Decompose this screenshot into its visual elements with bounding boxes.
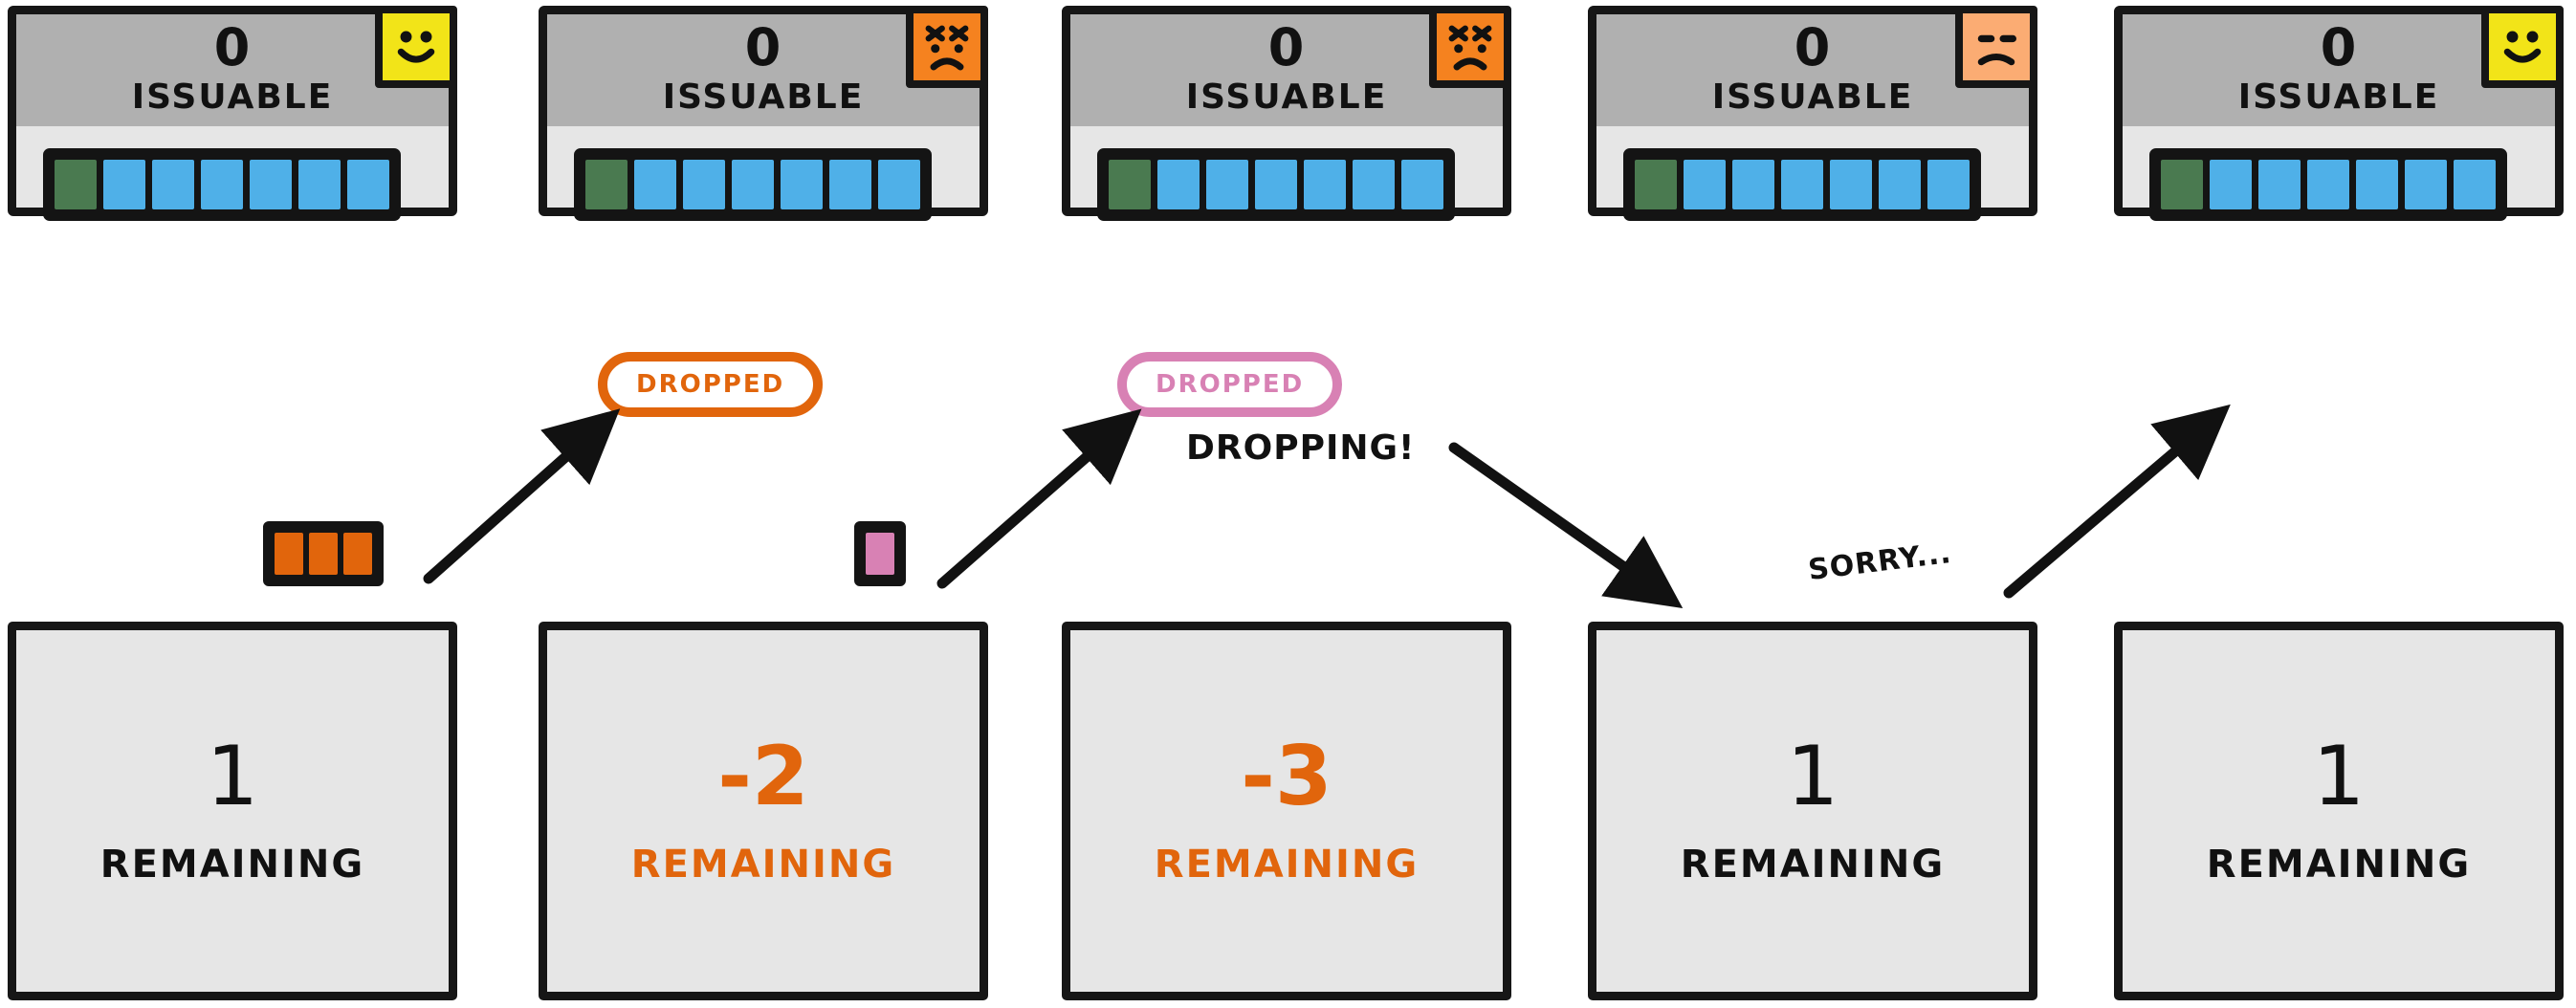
remaining-count: -2 — [717, 729, 809, 824]
dropped-chip-pink — [854, 521, 906, 586]
arrow-3 — [1448, 442, 1684, 609]
angry-face-icon — [1429, 6, 1511, 88]
cell-free — [103, 160, 145, 209]
chip-cell — [343, 533, 372, 575]
capacity-cells — [1097, 148, 1455, 221]
capacity-cells — [574, 148, 932, 221]
cell-free — [1879, 160, 1921, 209]
remaining-card-3[interactable]: -3 REMAINING — [1062, 622, 1511, 1000]
cell-used — [55, 160, 97, 209]
issuable-label: ISSUABLE — [662, 77, 865, 117]
remaining-card-4[interactable]: 1 REMAINING — [1588, 622, 2037, 1000]
remaining-count: 1 — [206, 729, 259, 824]
chip-cell — [275, 533, 303, 575]
cell-free — [732, 160, 774, 209]
remaining-label: REMAINING — [99, 843, 365, 887]
cell-free — [1206, 160, 1248, 209]
card-header: 0 ISSUABLE — [1070, 6, 1511, 126]
issuable-count: 0 — [2320, 17, 2358, 77]
cell-free — [298, 160, 341, 209]
remaining-count: 1 — [2312, 729, 2366, 824]
cell-free — [1353, 160, 1395, 209]
card-header: 0 ISSUABLE — [1596, 6, 2037, 126]
cell-free — [829, 160, 871, 209]
remaining-label: REMAINING — [1680, 843, 1946, 887]
cell-free — [1304, 160, 1346, 209]
arrow-4 — [2003, 404, 2231, 599]
issuable-card-1[interactable]: 0 ISSUABLE — [8, 6, 457, 221]
cell-free — [1684, 160, 1726, 209]
issuable-card-4[interactable]: 0 ISSUABLE — [1588, 6, 2037, 221]
cell-free — [1781, 160, 1823, 209]
card-header: 0 ISSUABLE — [16, 6, 457, 126]
cell-free — [2356, 160, 2398, 209]
cell-free — [2454, 160, 2496, 209]
issuable-label: ISSUABLE — [1711, 77, 1914, 117]
cell-free — [634, 160, 676, 209]
issuable-card-3[interactable]: 0 ISSUABLE — [1062, 6, 1511, 221]
remaining-label: REMAINING — [2206, 843, 2472, 887]
cell-free — [152, 160, 194, 209]
arrow-2 — [936, 408, 1142, 589]
cell-free — [1157, 160, 1200, 209]
cell-free — [250, 160, 292, 209]
neutral-face-icon — [1955, 6, 2037, 88]
cell-free — [201, 160, 243, 209]
issuable-label: ISSUABLE — [131, 77, 334, 117]
angry-face-icon — [906, 6, 988, 88]
remaining-card-5[interactable]: 1 REMAINING — [2114, 622, 2564, 1000]
cell-free — [347, 160, 389, 209]
cell-used — [1109, 160, 1151, 209]
cell-used — [2161, 160, 2203, 209]
issuable-count: 0 — [744, 17, 782, 77]
card-header: 0 ISSUABLE — [2123, 6, 2564, 126]
remaining-label: REMAINING — [1154, 843, 1420, 887]
cell-free — [878, 160, 920, 209]
happy-face-icon — [2481, 6, 2564, 88]
dropped-badge-pink: DROPPED — [1117, 352, 1343, 417]
capacity-cells — [1623, 148, 1981, 221]
sorry-note: SORRY... — [1806, 536, 1954, 588]
dropping-note: DROPPING! — [1186, 428, 1416, 468]
dropped-badge-orange: DROPPED — [598, 352, 824, 417]
remaining-card-2[interactable]: -2 REMAINING — [539, 622, 988, 1000]
cell-free — [2405, 160, 2447, 209]
cell-free — [2307, 160, 2349, 209]
issuable-count: 0 — [213, 17, 252, 77]
chip-cell — [866, 533, 894, 575]
cell-used — [585, 160, 627, 209]
cell-free — [1927, 160, 1970, 209]
issuable-label: ISSUABLE — [2237, 77, 2440, 117]
issuable-card-5[interactable]: 0 ISSUABLE — [2114, 6, 2564, 221]
happy-face-icon — [375, 6, 457, 88]
issuable-card-2[interactable]: 0 ISSUABLE — [539, 6, 988, 221]
issuable-count: 0 — [1794, 17, 1832, 77]
issuable-count: 0 — [1267, 17, 1306, 77]
remaining-label: REMAINING — [630, 843, 896, 887]
issuable-label: ISSUABLE — [1185, 77, 1388, 117]
remaining-count: 1 — [1786, 729, 1839, 824]
capacity-cells — [2149, 148, 2507, 221]
remaining-count: -3 — [1241, 729, 1332, 824]
cell-free — [1732, 160, 1774, 209]
card-header: 0 ISSUABLE — [547, 6, 988, 126]
cell-free — [781, 160, 823, 209]
cell-free — [2210, 160, 2252, 209]
cell-free — [2258, 160, 2301, 209]
cell-free — [1401, 160, 1443, 209]
cell-free — [1255, 160, 1297, 209]
chip-cell — [309, 533, 338, 575]
remaining-card-1[interactable]: 1 REMAINING — [8, 622, 457, 1000]
cell-free — [683, 160, 725, 209]
cell-free — [1830, 160, 1872, 209]
dropped-chip-orange — [263, 521, 384, 586]
capacity-cells — [43, 148, 401, 221]
arrow-1 — [423, 408, 621, 584]
cell-used — [1635, 160, 1677, 209]
